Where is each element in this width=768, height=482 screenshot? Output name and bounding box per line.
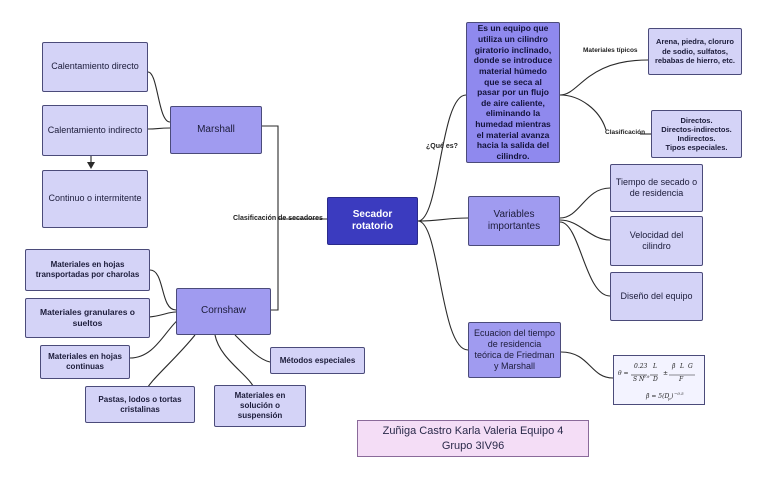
node-hojas-continuas: Materiales en hojas continuas <box>40 345 130 379</box>
link-def-materiales <box>559 59 649 96</box>
link-root-ecuacion <box>417 220 469 351</box>
formula-fraction-bars <box>631 374 695 376</box>
tipo-item: Tipos especiales. <box>665 143 728 152</box>
node-variables-importantes: Variables importantes <box>468 196 560 246</box>
formula-exponent: 0.9 <box>643 374 650 379</box>
node-tipos: Directos. Directos-indirectos. Indirecto… <box>651 110 742 158</box>
node-diseno-equipo: Diseño del equipo <box>610 272 703 321</box>
link-cornshaw-hojas <box>149 269 177 311</box>
node-label: Materiales en hojas continuas <box>48 352 122 371</box>
formula-d: D <box>653 376 658 383</box>
node-label: Calentamiento indirecto <box>47 124 143 135</box>
node-pastas-lodos: Pastas, lodos o tortas cristalinas <box>85 386 195 423</box>
node-calentamiento-directo: Calentamiento directo <box>42 42 148 92</box>
tipo-item: Indirectos. <box>677 134 716 143</box>
link-marshall-directo <box>147 71 171 123</box>
node-hojas-charolas: Materiales en hojas transportadas por ch… <box>25 249 150 291</box>
link-marshall-indirecto <box>147 127 171 130</box>
formula-plus-minus: ± <box>663 370 669 377</box>
node-label: Ecuacion del tiempo de residencia teóric… <box>473 327 556 372</box>
tipo-item: Directos-indirectos. <box>661 125 732 134</box>
formula-beta-power: −0.5 <box>674 391 684 396</box>
link-root-definicion <box>417 94 467 222</box>
node-label: Continuo o intermitente <box>48 193 142 204</box>
formula-beta: β <box>672 363 676 370</box>
formula-box: θ = 0.23 S N 0.9 L D ± β L G F β = 5(D p… <box>613 355 705 405</box>
link-cornshaw-solucion <box>214 334 256 391</box>
formula-l2: L <box>680 363 684 370</box>
node-label: Diseño del equipo <box>620 290 693 301</box>
node-solucion-suspension: Materiales en solución o suspensión <box>214 385 306 427</box>
link-root-marshall <box>262 125 327 220</box>
node-label: Materiales en solución o suspensión <box>234 391 286 420</box>
link-cornshaw-continuas <box>129 317 181 359</box>
node-label: Tiempo de secado o de residencia <box>615 176 698 198</box>
node-granulares-sueltos: Materiales granulares o sueltos <box>25 298 150 338</box>
formula-beta-sub: p <box>668 396 671 401</box>
formula-denominator: S N <box>633 376 645 383</box>
node-metodos-especiales: Métodos especiales <box>270 347 365 374</box>
tipo-item: Directos. <box>680 116 713 125</box>
node-label: Secador rotatorio <box>351 208 394 233</box>
link-ecuacion-formula <box>560 351 614 379</box>
formula-beta-paren: ) <box>671 393 674 400</box>
node-label: Velocidad del cilindro <box>629 229 684 251</box>
link-root-cornshaw <box>271 218 327 311</box>
node-label: Marshall <box>197 123 235 135</box>
footer-author: Zuñiga Castro Karla Valeria Equipo 4 <box>382 425 564 438</box>
node-ecuacion: Ecuacion del tiempo de residencia teóric… <box>468 322 561 378</box>
node-label: Arena, piedra, cloruro de sodio, sulfato… <box>654 37 736 66</box>
node-label: Cornshaw <box>200 305 247 317</box>
link-cornshaw-pastas <box>144 334 196 393</box>
node-label: Es un equipo que utiliza un cilindro gir… <box>473 23 553 161</box>
node-tiempo-secado: Tiempo de secado o de residencia <box>610 164 703 212</box>
node-root-secador-rotatorio: Secador rotatorio <box>327 197 418 245</box>
formula-beta-eq: β = 5(D <box>646 393 670 400</box>
link-def-clasificacion <box>559 94 607 131</box>
edge-label-clasificacion-secadores: Clasificación de secadores <box>233 215 323 222</box>
link-var-velocidad <box>559 219 611 241</box>
link-var-tiempo <box>559 187 611 219</box>
node-label: Variables importantes <box>487 208 541 233</box>
link-root-variables <box>417 217 469 222</box>
node-definicion: Es un equipo que utiliza un cilindro gir… <box>466 22 560 163</box>
node-velocidad-cilindro: Velocidad del cilindro <box>610 216 703 266</box>
node-label: Métodos especiales <box>279 355 356 365</box>
edge-label-materiales-tipicos: Materiales típicos <box>583 47 638 54</box>
link-var-diseno <box>559 221 611 297</box>
link-cornshaw-metodos <box>234 334 271 363</box>
node-materiales-tipicos: Arena, piedra, cloruro de sodio, sulfato… <box>648 28 742 75</box>
edge-label-que-es: ¿Qué es? <box>426 143 458 150</box>
node-cornshaw: Cornshaw <box>176 288 271 335</box>
formula-l: L <box>653 363 657 370</box>
formula-f: F <box>679 376 684 383</box>
edge-label-clasificacion: Clasificación <box>605 129 646 136</box>
footer-group: Grupo 3IV96 <box>441 439 505 452</box>
formula-theta: θ = <box>618 370 629 377</box>
node-label: Materiales granulares o sueltos <box>40 307 135 328</box>
node-label: Calentamiento directo <box>51 61 139 72</box>
node-marshall: Marshall <box>170 106 262 154</box>
arrow-head-icon <box>87 162 95 169</box>
formula-numerator: 0.23 <box>634 363 648 370</box>
node-label: Pastas, lodos o tortas cristalinas <box>98 394 182 414</box>
node-label: Materiales en hojas transportadas por ch… <box>35 260 140 279</box>
footer-author-box: Zuñiga Castro Karla Valeria Equipo 4 Gru… <box>357 420 589 457</box>
node-calentamiento-indirecto: Calentamiento indirecto <box>42 105 148 156</box>
node-continuo-intermitente: Continuo o intermitente <box>42 170 148 228</box>
formula-g: G <box>688 363 693 370</box>
